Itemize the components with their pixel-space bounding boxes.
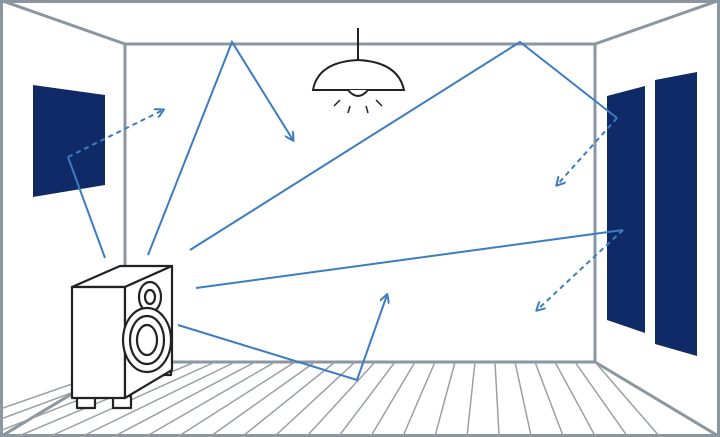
floor-plank-line — [241, 361, 336, 437]
floor-plank-line — [369, 361, 416, 437]
floor-plank-line — [112, 361, 256, 437]
floor-plank-line — [574, 361, 629, 437]
acoustic-panel-left — [33, 85, 105, 197]
floor-plank-line — [554, 361, 597, 437]
floor-planks — [0, 361, 661, 437]
floor-plank-line — [337, 361, 396, 437]
floor-plank-line — [209, 361, 316, 437]
sound-reflection-rays — [67, 39, 624, 382]
speaker-front — [70, 285, 127, 400]
floor-plank-line — [434, 361, 456, 437]
floor-plank-line — [594, 361, 661, 437]
floor-plank-line — [466, 361, 476, 437]
floor-plank-line — [494, 361, 500, 437]
floor-plank-line — [176, 361, 296, 437]
acoustic-panels — [33, 72, 697, 356]
acoustic-panel-right-1 — [607, 86, 645, 333]
acoustic-panel-right-2 — [655, 72, 697, 356]
floor-plank-line — [144, 361, 276, 437]
speaker — [70, 264, 174, 410]
bulb — [347, 89, 369, 97]
floor-plank-line — [305, 361, 376, 437]
floor-plank-line — [534, 361, 565, 437]
floor-plank-line — [273, 361, 356, 437]
back-wall — [123, 42, 597, 364]
floor-plank-line — [514, 361, 533, 437]
floor-plank-line — [401, 361, 436, 437]
floor-plank-line — [80, 361, 236, 437]
ceiling-lamp — [311, 28, 406, 114]
